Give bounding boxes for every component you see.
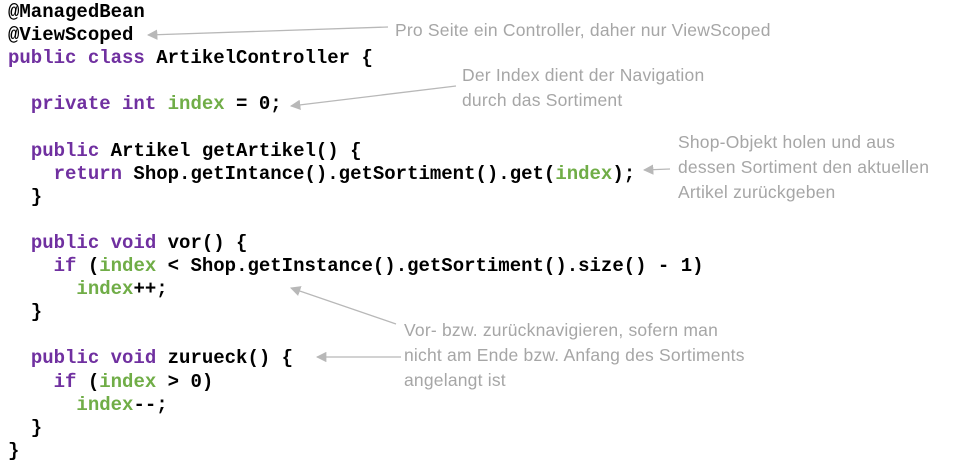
code-token: public void bbox=[30, 347, 157, 370]
code-line: } bbox=[8, 417, 704, 440]
code-token: index bbox=[99, 370, 157, 393]
annotation-index-field: Der Index dient der Navigation durch das… bbox=[462, 63, 704, 113]
annotation-line: Vor- bzw. zurücknavigieren, sofern man bbox=[404, 320, 718, 340]
code-token bbox=[8, 255, 54, 277]
code-line: if (index < Shop.getInstance().getSortim… bbox=[8, 255, 704, 278]
annotation-getartikel: Shop-Objekt holen und aus dessen Sortime… bbox=[678, 130, 929, 205]
code-line: @ViewScoped bbox=[8, 24, 704, 47]
code-token bbox=[8, 232, 31, 254]
code-line: public void vor() { bbox=[8, 232, 704, 255]
code-token: index bbox=[99, 255, 157, 278]
code-token: } bbox=[8, 416, 43, 439]
code-token: Artikel getArtikel() { bbox=[99, 139, 362, 162]
code-line: public Artikel getArtikel() { bbox=[8, 140, 704, 163]
annotation-line: durch das Sortiment bbox=[462, 90, 623, 110]
annotation-line: dessen Sortiment den aktuellen bbox=[678, 157, 930, 177]
code-token: < Shop.getInstance().getSortiment().size… bbox=[156, 255, 704, 278]
code-token: zurueck() { bbox=[156, 347, 294, 370]
annotation-line: Pro Seite ein Controller, daher nur View… bbox=[395, 20, 771, 40]
code-token bbox=[8, 394, 76, 416]
code-token bbox=[8, 163, 54, 185]
code-token: vor() { bbox=[156, 231, 248, 254]
code-token: @ManagedBean bbox=[8, 1, 145, 23]
annotation-navigation: Vor- bzw. zurücknavigieren, sofern man n… bbox=[404, 318, 745, 393]
code-token: public void bbox=[30, 231, 157, 254]
code-token: > 0) bbox=[156, 370, 214, 393]
annotation-viewscoped: Pro Seite ein Controller, daher nur View… bbox=[395, 18, 771, 43]
code-token: ArtikelController { bbox=[144, 47, 373, 70]
code-line: index--; bbox=[8, 394, 704, 417]
annotation-line: angelangt ist bbox=[404, 370, 506, 390]
code-token: = 0; bbox=[224, 93, 282, 116]
code-token bbox=[8, 93, 31, 115]
code-token: --; bbox=[133, 393, 168, 416]
code-token: index bbox=[76, 393, 134, 416]
code-token bbox=[8, 140, 31, 162]
code-line bbox=[8, 209, 704, 232]
code-token: ( bbox=[76, 255, 100, 278]
code-token: ( bbox=[76, 370, 100, 393]
annotation-line: Artikel zurückgeben bbox=[678, 182, 836, 202]
code-line: if (index > 0) bbox=[8, 371, 704, 394]
code-token: Shop.getIntance().getSortiment().get( bbox=[122, 162, 556, 185]
code-line: private int index = 0; bbox=[8, 93, 704, 116]
code-token: index bbox=[555, 162, 613, 185]
code-line: public void zurueck() { bbox=[8, 347, 704, 370]
annotation-line: Shop-Objekt holen und aus bbox=[678, 132, 896, 152]
code-line: } bbox=[8, 440, 704, 463]
code-token bbox=[8, 278, 76, 300]
code-line: public class ArtikelController { bbox=[8, 47, 704, 70]
code-token: } bbox=[8, 439, 20, 462]
code-token: ); bbox=[612, 162, 636, 185]
code-line: index++; bbox=[8, 278, 704, 301]
code-token: @ViewScoped bbox=[8, 24, 134, 47]
annotation-line: nicht am Ende bzw. Anfang des Sortiments bbox=[404, 345, 745, 365]
code-line: @ManagedBean bbox=[8, 1, 704, 24]
annotation-line: Der Index dient der Navigation bbox=[462, 65, 705, 85]
code-line bbox=[8, 116, 704, 139]
code-token bbox=[156, 93, 167, 115]
code-token: if bbox=[53, 255, 77, 278]
code-token: private int bbox=[30, 93, 157, 116]
code-token: return bbox=[53, 162, 123, 185]
code-token: public class bbox=[8, 47, 145, 70]
code-token: } bbox=[8, 301, 43, 324]
code-token: if bbox=[53, 370, 77, 393]
code-line: } bbox=[8, 186, 704, 209]
code-line: } bbox=[8, 301, 704, 324]
code-token: index bbox=[167, 93, 225, 116]
code-token bbox=[8, 371, 54, 393]
code-token: } bbox=[8, 185, 43, 208]
code-token: ++; bbox=[133, 278, 168, 301]
code-line: return Shop.getIntance().getSortiment().… bbox=[8, 163, 704, 186]
code-token bbox=[8, 347, 31, 369]
code-token: index bbox=[76, 278, 134, 301]
code-token: public bbox=[30, 139, 100, 162]
